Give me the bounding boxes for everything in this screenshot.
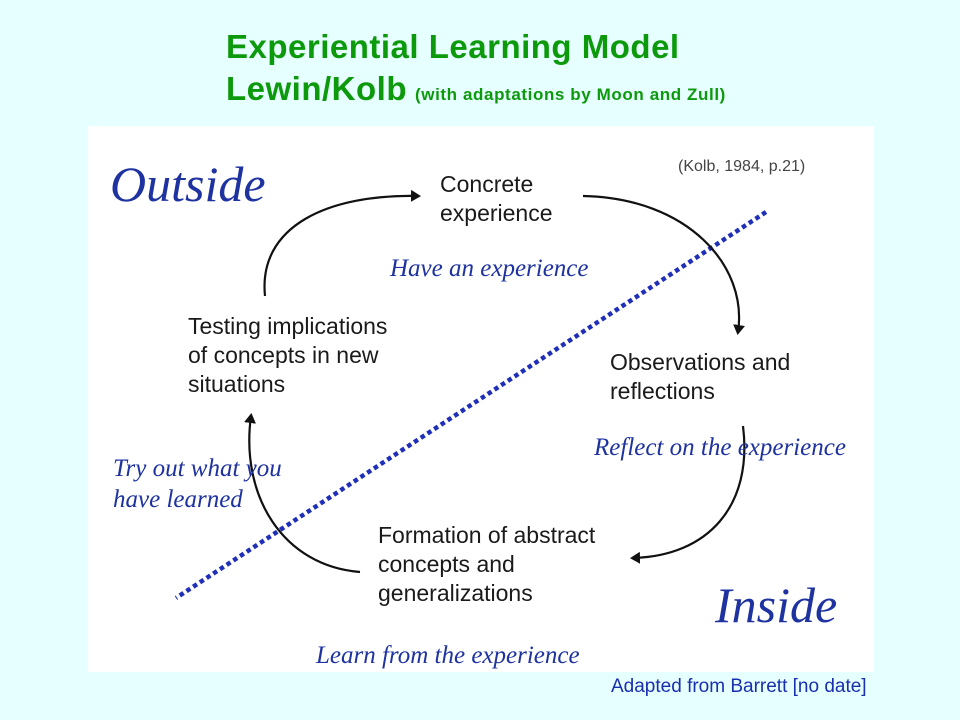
page-title: Experiential Learning Model Lewin/Kolb (w…: [226, 30, 726, 105]
arrow-formation-to-testing: [244, 413, 361, 574]
title-lewin-kolb: Lewin/Kolb: [226, 70, 407, 107]
arrow-testing-to-concrete: [263, 189, 421, 297]
title-line-1: Experiential Learning Model: [226, 28, 680, 65]
source-credit: Adapted from Barrett [no date]: [611, 676, 867, 697]
action-reflect-experience: Reflect on the experience: [594, 434, 846, 461]
stage-testing-implications: Testing implications of concepts in new …: [188, 313, 388, 397]
action-try-out: Try out what you have learned: [113, 455, 282, 513]
stage-concrete-experience: Concrete experience: [440, 171, 553, 226]
cycle-arrows-svg: [174, 189, 768, 600]
stage-formation-abstract-concepts: Formation of abstract concepts and gener…: [378, 522, 596, 606]
action-have-experience: Have an experience: [390, 255, 589, 282]
arrow-concrete-to-observations: [582, 194, 745, 335]
arrow-observations-to-formation: [630, 425, 746, 564]
stage-observations-reflections: Observations and reflections: [610, 349, 791, 404]
kolb-citation: (Kolb, 1984, p.21): [678, 158, 806, 175]
outside-inside-divider: [174, 210, 768, 600]
outside-label: Outside: [110, 156, 266, 212]
inside-label: Inside: [715, 577, 838, 633]
action-learn-experience: Learn from the experience: [316, 642, 580, 669]
kolb-cycle-diagram: Outside Inside (Kolb, 1984, p.21) Concre…: [88, 126, 874, 672]
title-line-2: Lewin/Kolb (with adaptations by Moon and …: [226, 72, 726, 105]
title-subtitle: (with adaptations by Moon and Zull): [415, 85, 726, 104]
